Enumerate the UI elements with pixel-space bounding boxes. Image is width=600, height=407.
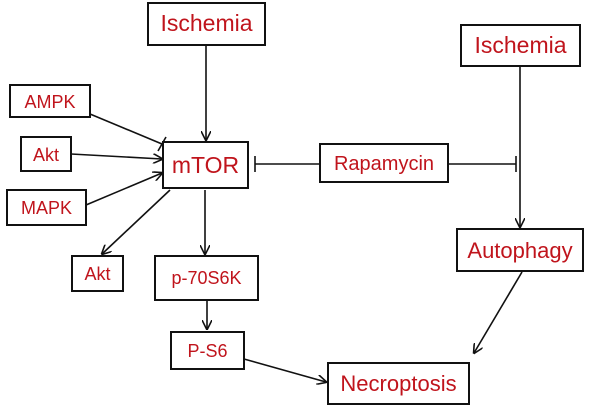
node-mtor: mTOR bbox=[162, 141, 249, 189]
node-ps6: P-S6 bbox=[170, 331, 245, 370]
node-akt-bottom-label: Akt bbox=[84, 264, 110, 284]
node-ps6-label: P-S6 bbox=[187, 341, 227, 361]
edge-mtor-to-akt bbox=[102, 189, 171, 254]
node-ampk-label: AMPK bbox=[24, 92, 75, 112]
node-rapamycin: Rapamycin bbox=[319, 143, 449, 183]
node-akt-left-label: Akt bbox=[33, 145, 59, 165]
node-ampk: AMPK bbox=[9, 84, 91, 118]
edge-akt-to-mtor bbox=[70, 153, 162, 159]
edge-ps6-to-necroptosis bbox=[243, 358, 326, 382]
node-ischemia-right-label: Ischemia bbox=[474, 32, 566, 58]
node-p70s6k: p-70S6K bbox=[154, 255, 259, 301]
edge-ampk-inhibits-mtor bbox=[89, 113, 163, 145]
node-akt-left: Akt bbox=[20, 136, 72, 172]
node-rapamycin-label: Rapamycin bbox=[334, 153, 434, 175]
node-mtor-label: mTOR bbox=[172, 152, 239, 178]
edge-mapk-to-mtor bbox=[85, 173, 162, 206]
node-autophagy-label: Autophagy bbox=[467, 238, 572, 263]
node-ischemia-top: Ischemia bbox=[147, 2, 266, 46]
node-mapk: MAPK bbox=[6, 189, 87, 226]
node-ischemia-right: Ischemia bbox=[460, 24, 581, 67]
node-mapk-label: MAPK bbox=[21, 198, 72, 218]
edge-autophagy-to-necroptosis bbox=[474, 271, 523, 353]
node-akt-bottom: Akt bbox=[71, 255, 124, 292]
node-necroptosis: Necroptosis bbox=[327, 362, 470, 405]
node-autophagy: Autophagy bbox=[456, 228, 584, 272]
node-ischemia-top-label: Ischemia bbox=[160, 10, 252, 36]
node-p70s6k-label: p-70S6K bbox=[171, 268, 241, 288]
node-necroptosis-label: Necroptosis bbox=[340, 371, 456, 396]
